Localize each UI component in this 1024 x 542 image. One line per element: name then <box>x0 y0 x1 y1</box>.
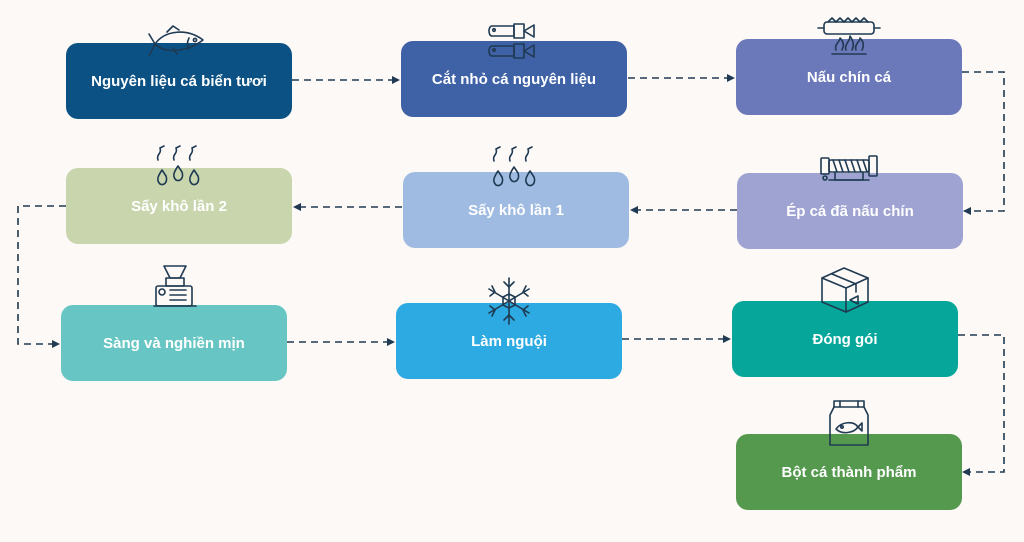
cooker-icon <box>814 14 884 64</box>
fishmeal-bag-icon <box>814 397 884 447</box>
arrow-cook-to-press <box>962 71 1005 215</box>
step-cook: Nấu chín cá <box>736 39 962 115</box>
step-label: Sấy khô lần 2 <box>131 197 227 215</box>
screw-press-icon <box>815 148 885 198</box>
step-press: Ép cá đã nấu chín <box>737 173 963 249</box>
step-label: Nấu chín cá <box>806 68 892 86</box>
step-label: Nguyên liệu cá biển tươi <box>91 72 267 90</box>
step-dry2: Sấy khô lần 2 <box>66 168 292 244</box>
step-label: Cắt nhỏ cá nguyên liệu <box>431 70 597 88</box>
drying-droplets-icon <box>142 142 212 192</box>
step-label: Bột cá thành phẩm <box>781 463 917 481</box>
grinder-icon <box>140 262 210 312</box>
step-label: Đóng gói <box>812 330 878 348</box>
step-dry1: Sấy khô lần 1 <box>403 172 629 248</box>
arrow-pack-to-product <box>958 334 1005 476</box>
drying-droplets-icon <box>478 143 548 193</box>
package-box-icon <box>810 264 880 314</box>
arrow-dry2-to-sieve <box>17 205 66 348</box>
snowflake-icon <box>474 276 544 326</box>
step-product: Bột cá thành phẩm <box>736 434 962 510</box>
step-sieve-grind: Sàng và nghiền mịn <box>61 305 287 381</box>
cut-fish-icon <box>480 16 550 66</box>
step-label: Làm nguội <box>471 332 547 350</box>
step-raw-fish: Nguyên liệu cá biển tươi <box>66 43 292 119</box>
step-label: Ép cá đã nấu chín <box>786 202 914 220</box>
fish-icon <box>145 18 215 68</box>
step-pack: Đóng gói <box>732 301 958 377</box>
step-label: Sàng và nghiền mịn <box>103 334 245 352</box>
step-label: Sấy khô lần 1 <box>468 201 564 219</box>
